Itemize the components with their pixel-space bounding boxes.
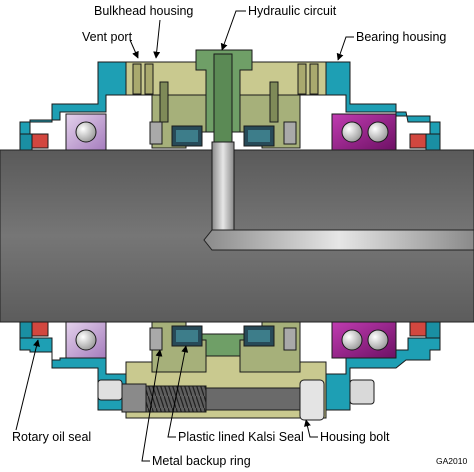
shaft-vertical-bore [211,141,235,231]
label-vent-port: Vent port [82,30,133,44]
lower-assembly [19,321,441,421]
label-housing-bolt: Housing bolt [320,430,390,444]
bearing-upper-right [331,113,397,151]
bearing-lower-left [65,321,107,359]
leader-plastic-lined-kalsi-seal [167,345,189,438]
shaft [0,141,474,323]
vent-port-slot-3 [297,63,307,95]
housing-bolt [97,379,375,421]
leader-bulkhead-housing [153,19,161,59]
leader-rotary-oil-seal [15,339,40,431]
rotary-oil-seal-upper-left [31,133,49,149]
shaft-axial-bore [203,229,474,251]
inner-rod-left [159,81,169,123]
kalsi-seal-upper-left [149,121,203,147]
inner-housing-lower-left [151,321,207,373]
seal-carrier-upper-left [19,133,33,151]
leader-vent-port [129,39,139,59]
kalsi-seal-lower-left [149,325,203,351]
label-rotary-oil-seal: Rotary oil seal [12,430,91,444]
leader-housing-bolt [304,419,318,438]
inner-rod-right [269,81,279,123]
rotary-oil-seal-upper-right [409,133,427,149]
callouts: Bulkhead housing Vent port Hydraulic cir… [12,4,467,468]
leader-bearing-housing [336,36,354,61]
seal-carrier-lower-left [19,321,33,339]
upper-assembly [19,49,441,151]
bearing-lower-right [331,321,397,359]
hydraulic-bore [213,53,233,143]
bearing-upper-left [65,113,107,151]
label-hydraulic-circuit: Hydraulic circuit [248,4,337,18]
kalsi-seal-lower-right [243,325,297,351]
label-plastic-lined-kalsi-seal: Plastic lined Kalsi Seal [178,430,304,444]
bearing-housing-left [19,61,127,135]
seal-carrier-lower-right [425,321,441,339]
leader-metal-backup-ring [141,349,163,462]
label-bulkhead-housing: Bulkhead housing [94,4,193,18]
vent-port-slot-2 [144,63,154,95]
label-bearing-housing: Bearing housing [356,30,446,44]
vent-port-slot-1 [132,63,142,95]
rotary-oil-seal-lower-left [31,321,49,337]
figure-id: GA2010 [436,456,467,466]
kalsi-seal-upper-right [243,121,297,147]
leader-hydraulic-circuit [220,10,246,51]
vent-port-slot-4 [309,63,319,95]
seal-carrier-upper-right [425,133,441,151]
label-metal-backup-ring: Metal backup ring [152,454,251,468]
rotary-oil-seal-lower-right [409,321,427,337]
